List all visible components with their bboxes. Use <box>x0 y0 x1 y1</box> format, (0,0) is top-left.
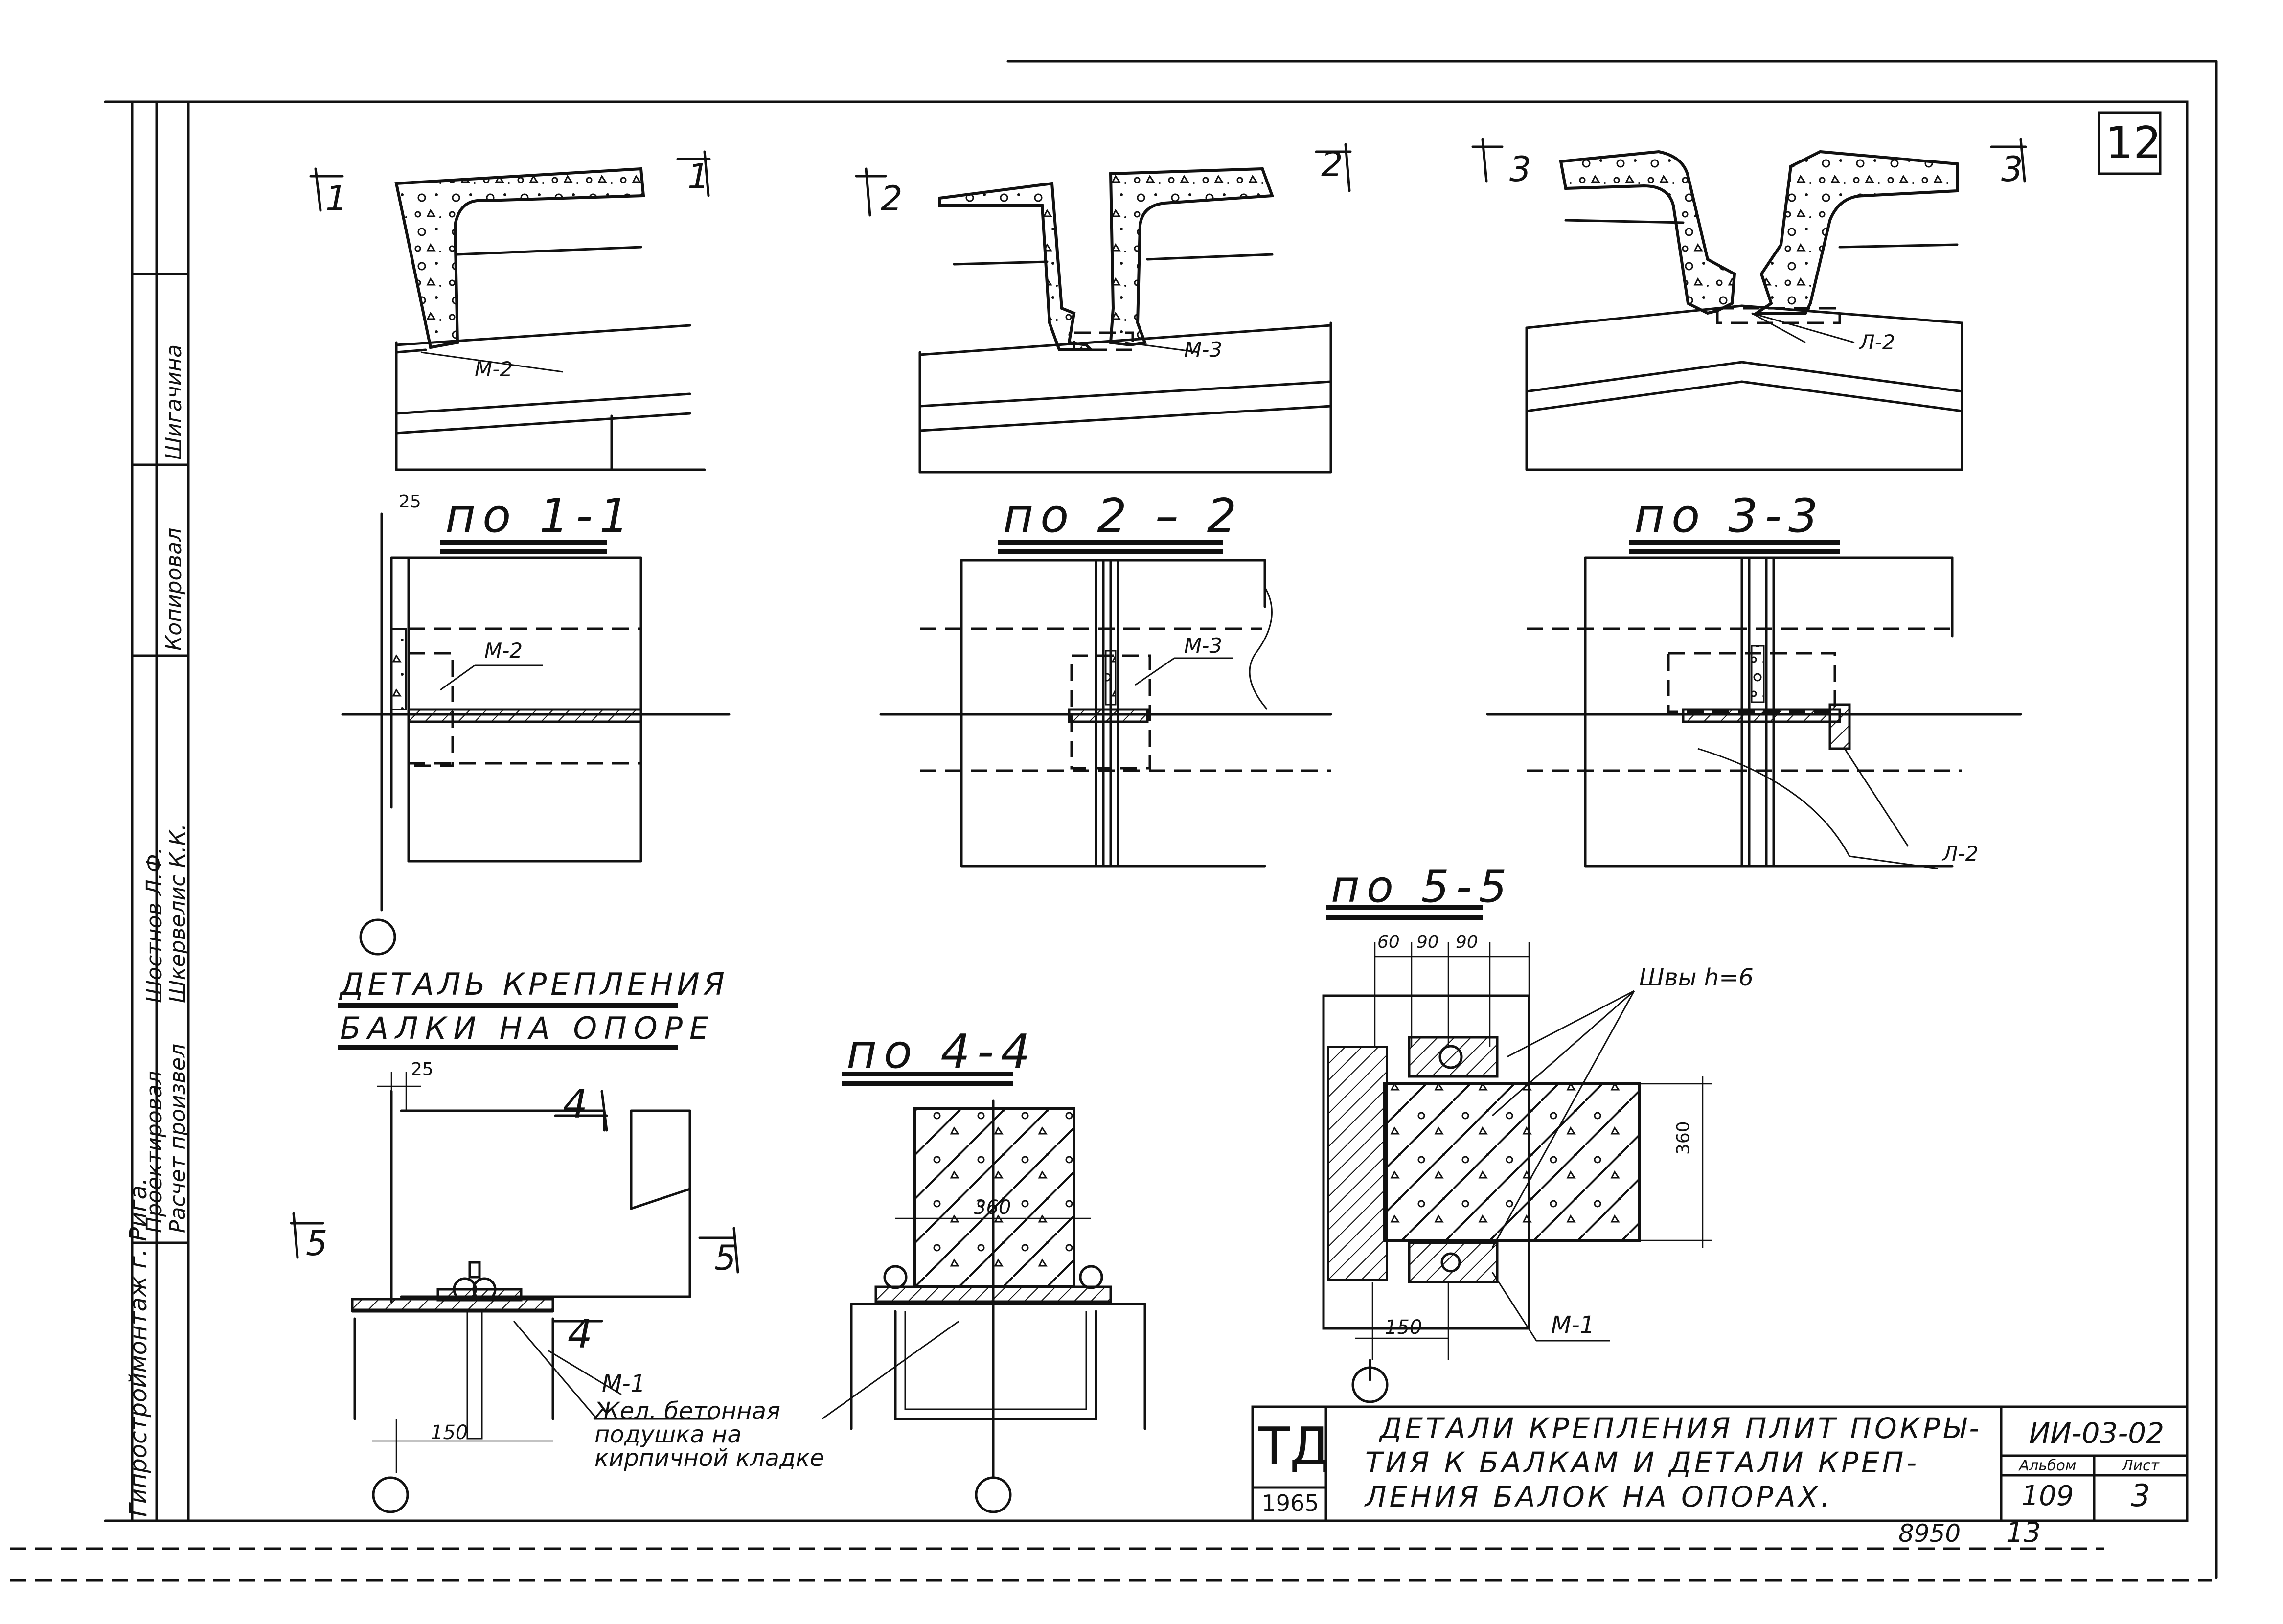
title-block-year: 1965 <box>1261 1490 1319 1516</box>
stamp-name-2: Шкервелис К.К. <box>165 823 190 1003</box>
title-line-3: ления балок на опорах. <box>1365 1480 1833 1513</box>
pad-line-1: Жел. бетонная <box>594 1397 780 1425</box>
title-block-logo: ТД <box>1258 1417 1330 1476</box>
detail-title-line-1: Деталь крепления <box>340 966 729 1002</box>
dim-25-detail: 25 <box>411 1059 434 1079</box>
label-l2-elev: Л-2 <box>1859 330 1895 354</box>
dim-360-4-4: 360 <box>974 1196 1011 1219</box>
footer-order-no: 8950 <box>1898 1519 1961 1548</box>
sheet-label: Лист <box>2122 1457 2160 1474</box>
section-title-2-2: по 2 – 2 <box>1003 489 1244 543</box>
pad-line-3: кирпичной кладке <box>594 1444 824 1472</box>
cut-mark-3-right: 3 <box>2001 149 2023 189</box>
elevation-3 <box>1471 138 2027 471</box>
dim-150-5-5: 150 <box>1385 1316 1422 1339</box>
label-m3-plan: М-3 <box>1184 634 1223 658</box>
cut-mark-2-left: 2 <box>881 179 903 219</box>
axis-marker-1 <box>359 918 396 956</box>
dim-90-b: 90 <box>1456 932 1478 952</box>
label-m1-5-5: М-1 <box>1551 1311 1595 1339</box>
dim-150-detail: 150 <box>431 1421 468 1444</box>
section-5-5 <box>1322 905 1712 1381</box>
sheet-number: 12 <box>2105 117 2162 169</box>
cut-mark-2-right: 2 <box>1321 144 1343 184</box>
detail-beam-support <box>290 1003 739 1473</box>
stamp-role-3: Копировал <box>161 527 186 651</box>
detail-title-line-2: балки на опоре <box>340 1010 716 1046</box>
cut-mark-5-right: 5 <box>714 1238 736 1278</box>
stamp-role-1: Проектировал <box>142 1071 167 1233</box>
cut-mark-1-left: 1 <box>325 179 347 219</box>
cut-mark-3-left: 3 <box>1509 149 1531 189</box>
sheet-number-box <box>2098 111 2162 175</box>
dim-25-top: 25 <box>399 492 421 512</box>
cut-mark-5-left: 5 <box>306 1223 328 1263</box>
elevation-2 <box>855 143 1352 474</box>
section-title-1-1: по 1-1 <box>445 489 636 543</box>
section-title-3-3: по 3-3 <box>1634 489 1825 543</box>
side-stamp <box>131 100 190 1522</box>
sheet-frame <box>10 60 2218 1582</box>
footer-page-no: 13 <box>2006 1517 2041 1549</box>
section-title-5-5: по 5-5 <box>1331 861 1514 913</box>
label-m2-elev: М-2 <box>475 357 513 381</box>
album-label: Альбом <box>2019 1457 2077 1474</box>
label-m2-plan: М-2 <box>484 639 523 663</box>
album-value: 109 <box>2021 1480 2074 1512</box>
label-welds: Швы h=6 <box>1639 964 1754 991</box>
plan-2-2 <box>879 540 1332 868</box>
label-m3-elev: М-3 <box>1184 338 1223 362</box>
pad-line-2: подушка на <box>594 1421 742 1448</box>
dim-60: 60 <box>1377 932 1400 952</box>
title-block-code: ИИ-03-02 <box>2029 1417 2165 1450</box>
dim-90-a: 90 <box>1416 932 1439 952</box>
cut-mark-4-top: 4 <box>563 1081 588 1127</box>
cut-mark-1-right: 1 <box>687 157 709 197</box>
title-line-1: Детали крепления плит покры- <box>1380 1412 1983 1445</box>
section-title-4-4: по 4-4 <box>846 1025 1037 1079</box>
label-l2-plan: Л-2 <box>1942 842 1979 866</box>
section-4-4 <box>822 1072 1146 1479</box>
plan-1-1 <box>341 512 731 912</box>
plan-3-3 <box>1486 540 2022 869</box>
axis-marker-3 <box>372 1476 409 1513</box>
elevation-1 <box>309 150 711 471</box>
sheet-value: 3 <box>2131 1478 2150 1513</box>
stamp-role-2: Расчет произвел <box>165 1043 190 1233</box>
dim-360-5-5: 360 <box>1673 1121 1693 1155</box>
label-concrete-pad: Жел. бетонная подушка на кирпичной кладк… <box>594 1399 824 1470</box>
stamp-name-1: Шостнов Л.Ф. <box>142 847 167 1003</box>
title-line-2: тия к балкам и детали креп- <box>1365 1446 1920 1479</box>
title-block-frame <box>1251 1405 2189 1522</box>
label-m1-detail: М-1 <box>602 1370 646 1397</box>
stamp-name-3: Шигачина <box>161 344 186 460</box>
cut-mark-4-bottom: 4 <box>568 1311 593 1357</box>
